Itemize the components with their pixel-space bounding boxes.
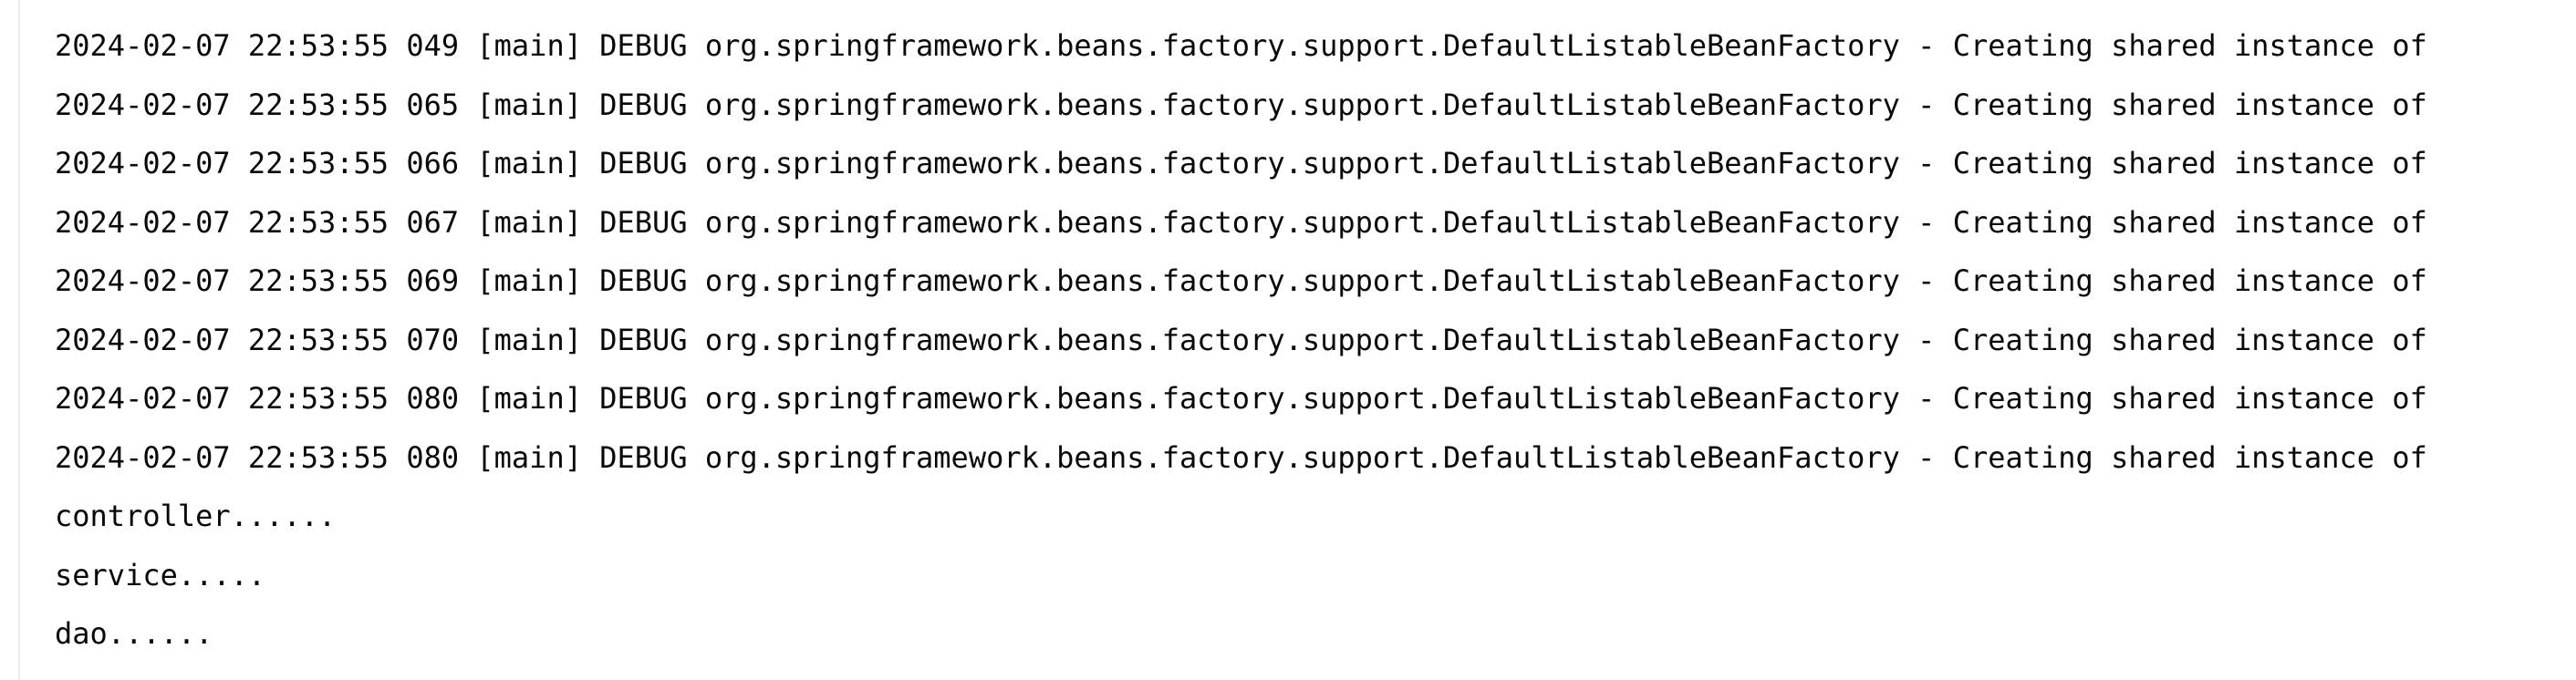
- log-line: 2024-02-07 22:53:55 080 [main] DEBUG org…: [55, 381, 2427, 416]
- log-line: 2024-02-07 22:53:55 066 [main] DEBUG org…: [55, 146, 2427, 180]
- log-line: 2024-02-07 22:53:55 065 [main] DEBUG org…: [55, 87, 2427, 122]
- stdout-line-service: service.....: [55, 557, 266, 592]
- console-log-text[interactable]: 2024-02-07 22:53:55 049 [main] DEBUG org…: [55, 16, 2576, 664]
- log-line: 2024-02-07 22:53:55 070 [main] DEBUG org…: [55, 322, 2427, 357]
- console-gutter-divider: [18, 0, 20, 680]
- stdout-line-controller: controller......: [55, 499, 337, 533]
- log-line: 2024-02-07 22:53:55 049 [main] DEBUG org…: [55, 28, 2427, 63]
- stdout-line-dao: dao......: [55, 616, 213, 651]
- log-line: 2024-02-07 22:53:55 069 [main] DEBUG org…: [55, 263, 2427, 298]
- log-line: 2024-02-07 22:53:55 067 [main] DEBUG org…: [55, 204, 2427, 240]
- log-line: 2024-02-07 22:53:55 080 [main] DEBUG org…: [55, 439, 2427, 475]
